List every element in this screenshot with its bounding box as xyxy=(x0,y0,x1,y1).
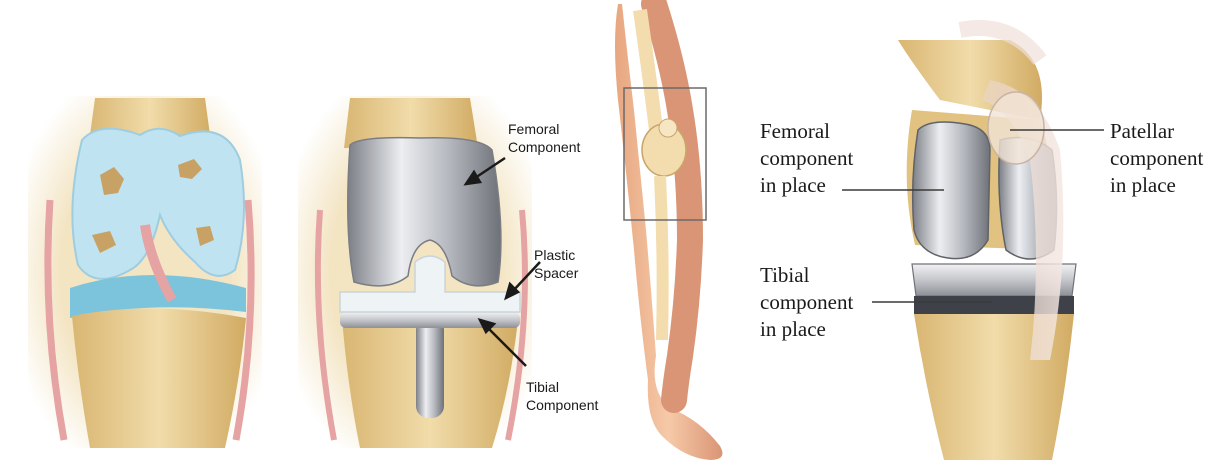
label-femoral-in-place: Femoral component in place xyxy=(760,118,853,199)
arthritic-knee-panel xyxy=(28,96,262,448)
label-plastic-spacer: Plastic Spacer xyxy=(534,246,578,282)
implant-in-place-panel xyxy=(842,28,1104,460)
tibia xyxy=(72,308,246,448)
leg-illustration xyxy=(615,4,722,460)
patellar-component xyxy=(988,92,1044,164)
label-tibial-in-place: Tibial component in place xyxy=(760,262,853,343)
label-patellar-in-place: Patellar component in place xyxy=(1110,118,1203,199)
tibial-stem xyxy=(416,318,444,418)
patella xyxy=(659,119,677,137)
label-tibial-component: Tibial Component xyxy=(526,378,598,414)
implant-knee-panel xyxy=(298,96,540,448)
label-femoral-component: Femoral Component xyxy=(508,120,580,156)
tibia-bone xyxy=(660,176,663,340)
